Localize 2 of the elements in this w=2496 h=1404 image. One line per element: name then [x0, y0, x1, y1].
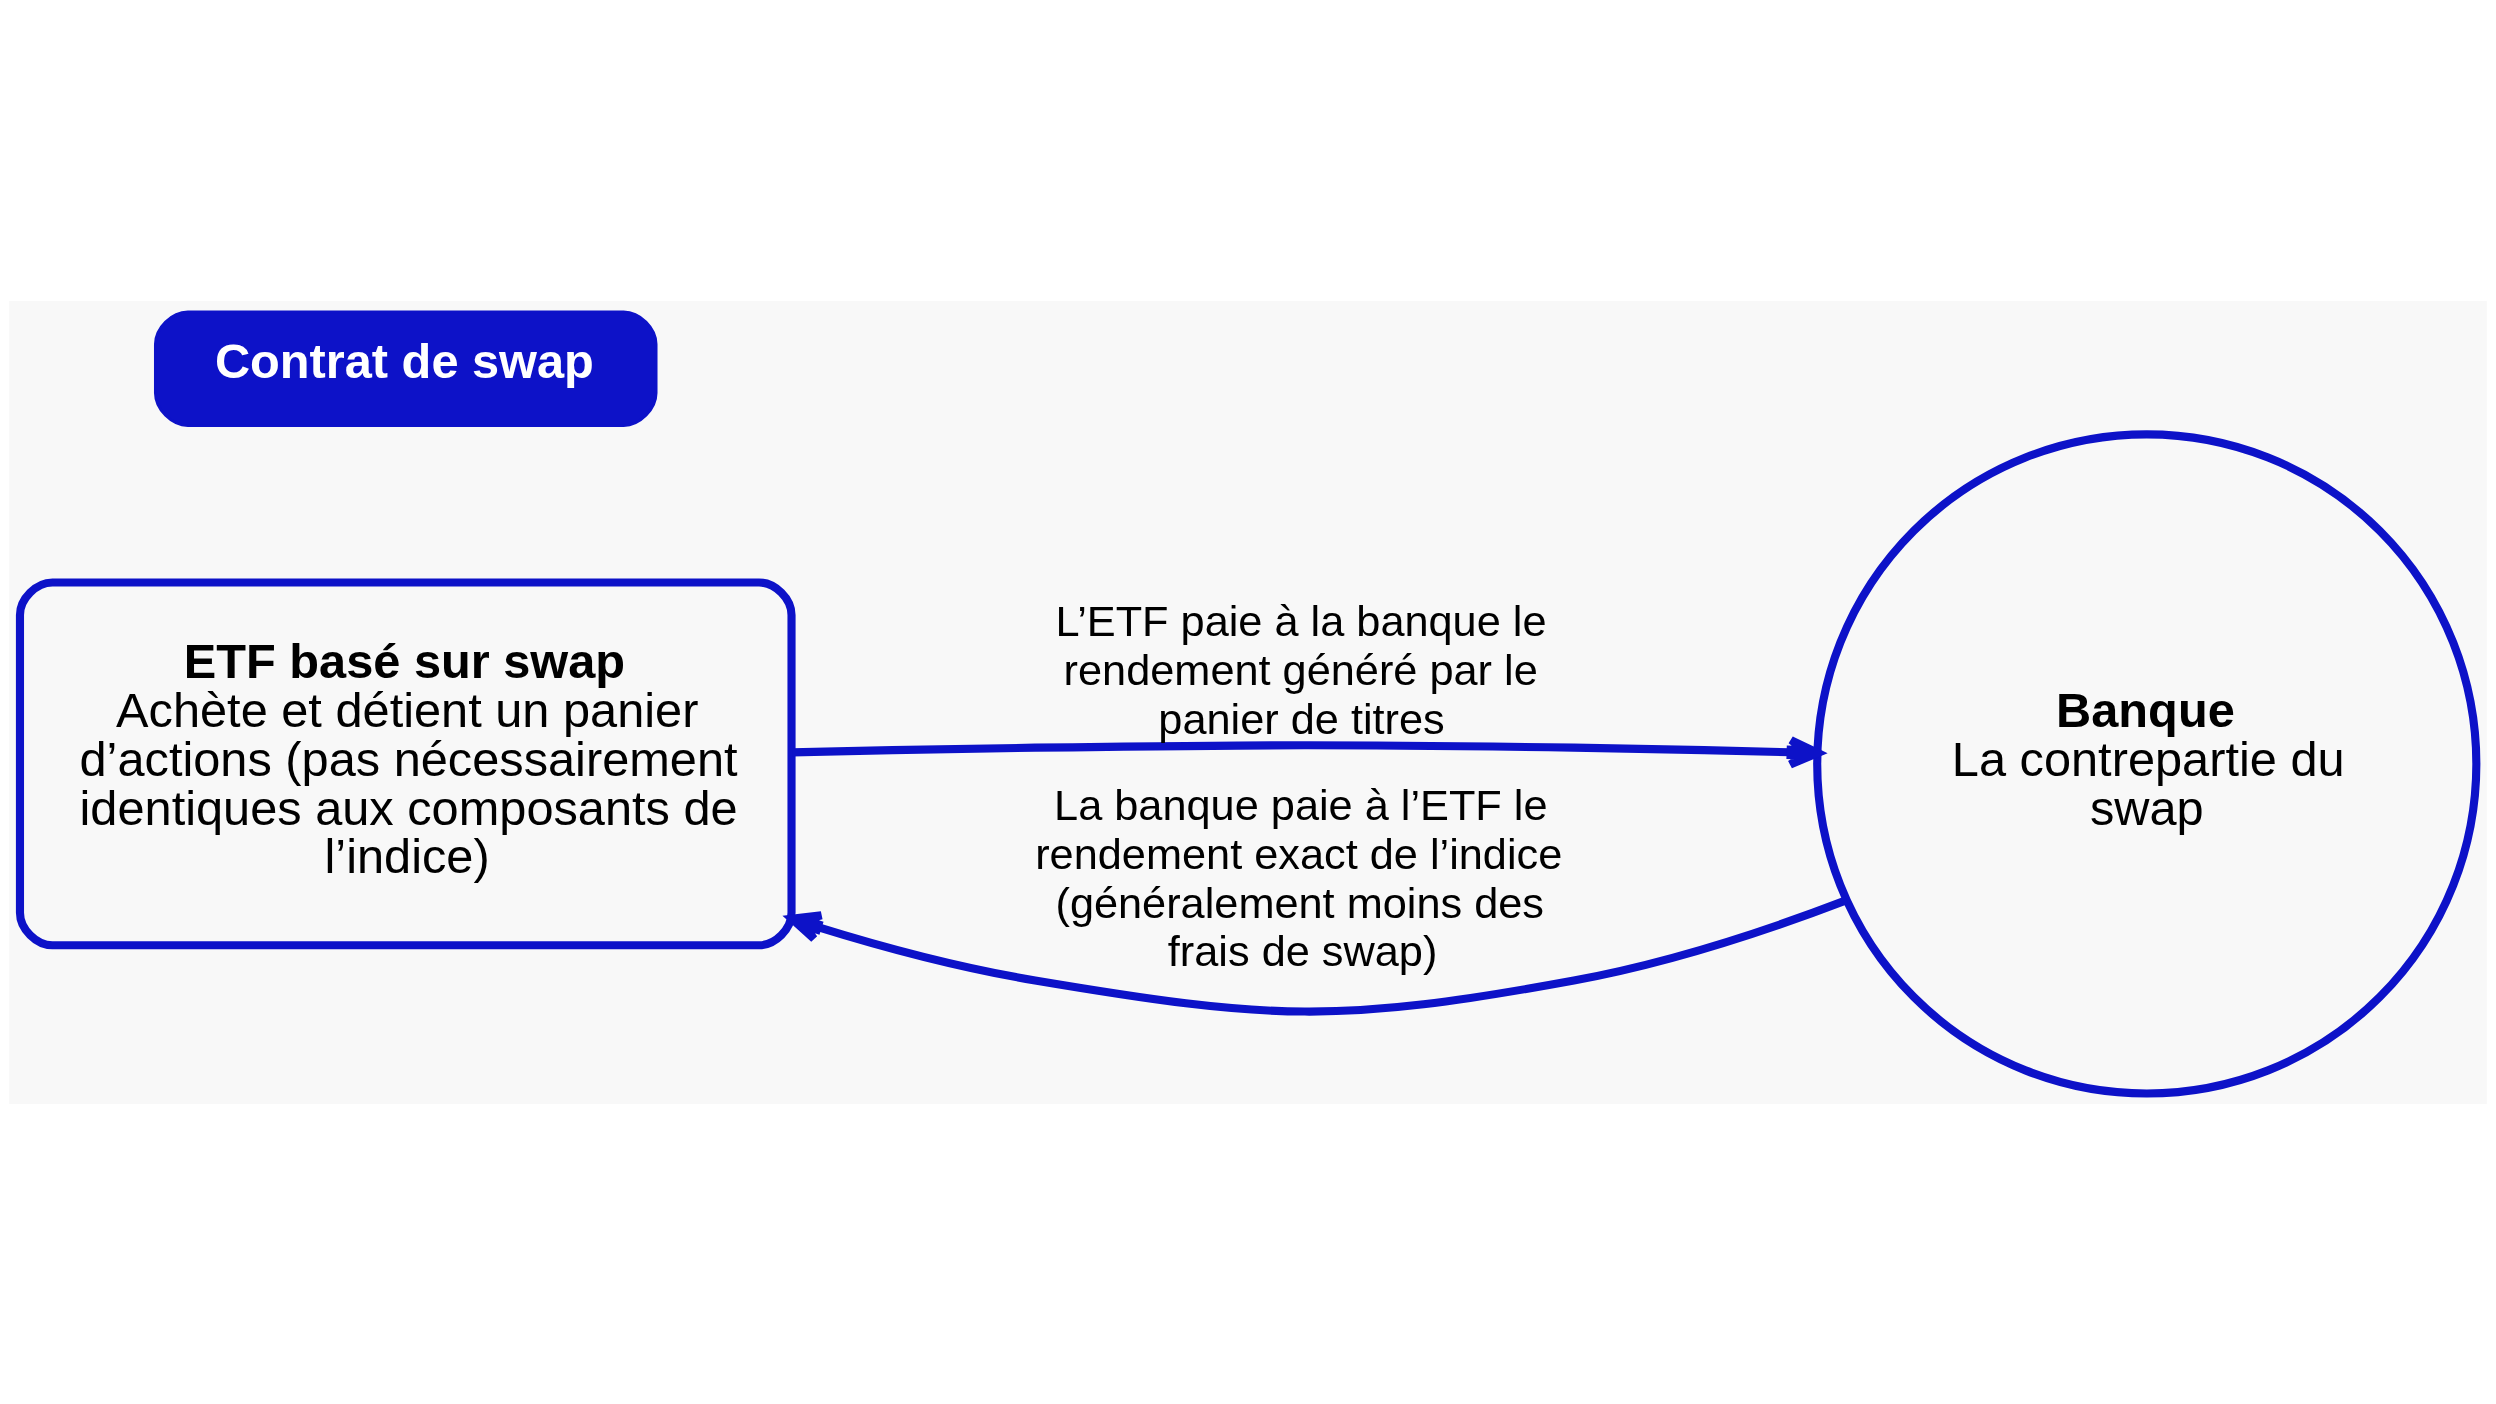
edge-label: La banque paie à l’ETF le rendement exact de l’indice (généralement moins des frais de swap): [1035, 780, 1563, 975]
edge-label: L’ETF paie à la banque le rendement généré par le panier de titres: [1055, 596, 1547, 743]
